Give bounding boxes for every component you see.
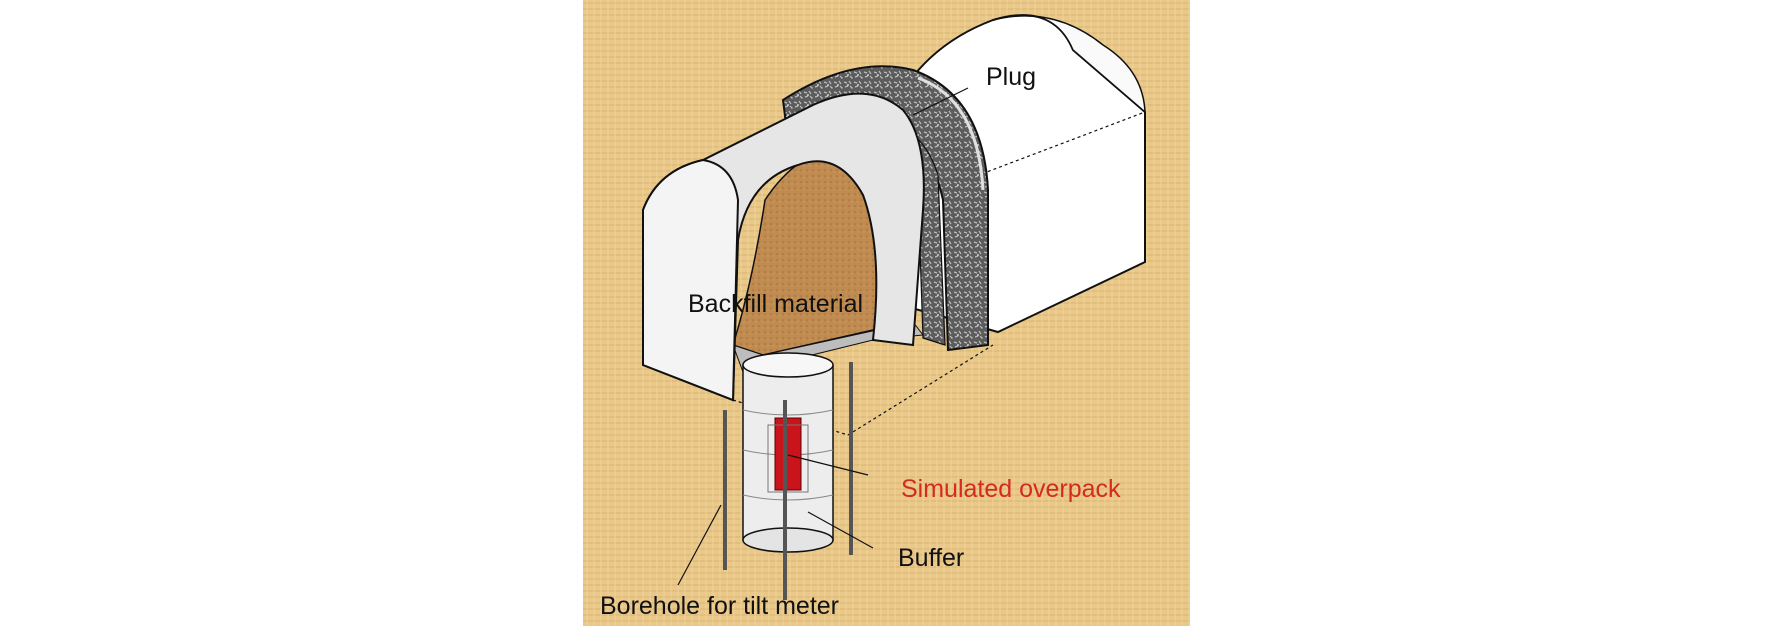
overpack-leader: [787, 454, 869, 476]
lining-front-face: [642, 158, 740, 402]
simulated-overpack-label: Simulated overpack: [901, 475, 1121, 503]
plug-face: [992, 14, 1146, 114]
borehole-leader: [677, 504, 722, 586]
tunnel-diagram: [583, 0, 1190, 626]
diagram-panel: Plug Backfill material Simulated overpac…: [583, 0, 1190, 626]
buffer-leader: [807, 511, 874, 549]
plug-leader: [912, 87, 969, 116]
backfill-material-label: Backfill material: [688, 290, 864, 318]
floor-hidden-edge-right: [847, 344, 994, 436]
plug-hidden-edge: [970, 111, 1146, 179]
simulated-overpack: [767, 417, 809, 493]
plug-divider: [917, 76, 985, 191]
plug-label: Plug: [986, 63, 1037, 91]
borehole-label: Borehole for tilt meter: [600, 592, 839, 620]
buffer-cylinder: [742, 352, 834, 553]
buffer-label: Buffer: [898, 544, 965, 572]
